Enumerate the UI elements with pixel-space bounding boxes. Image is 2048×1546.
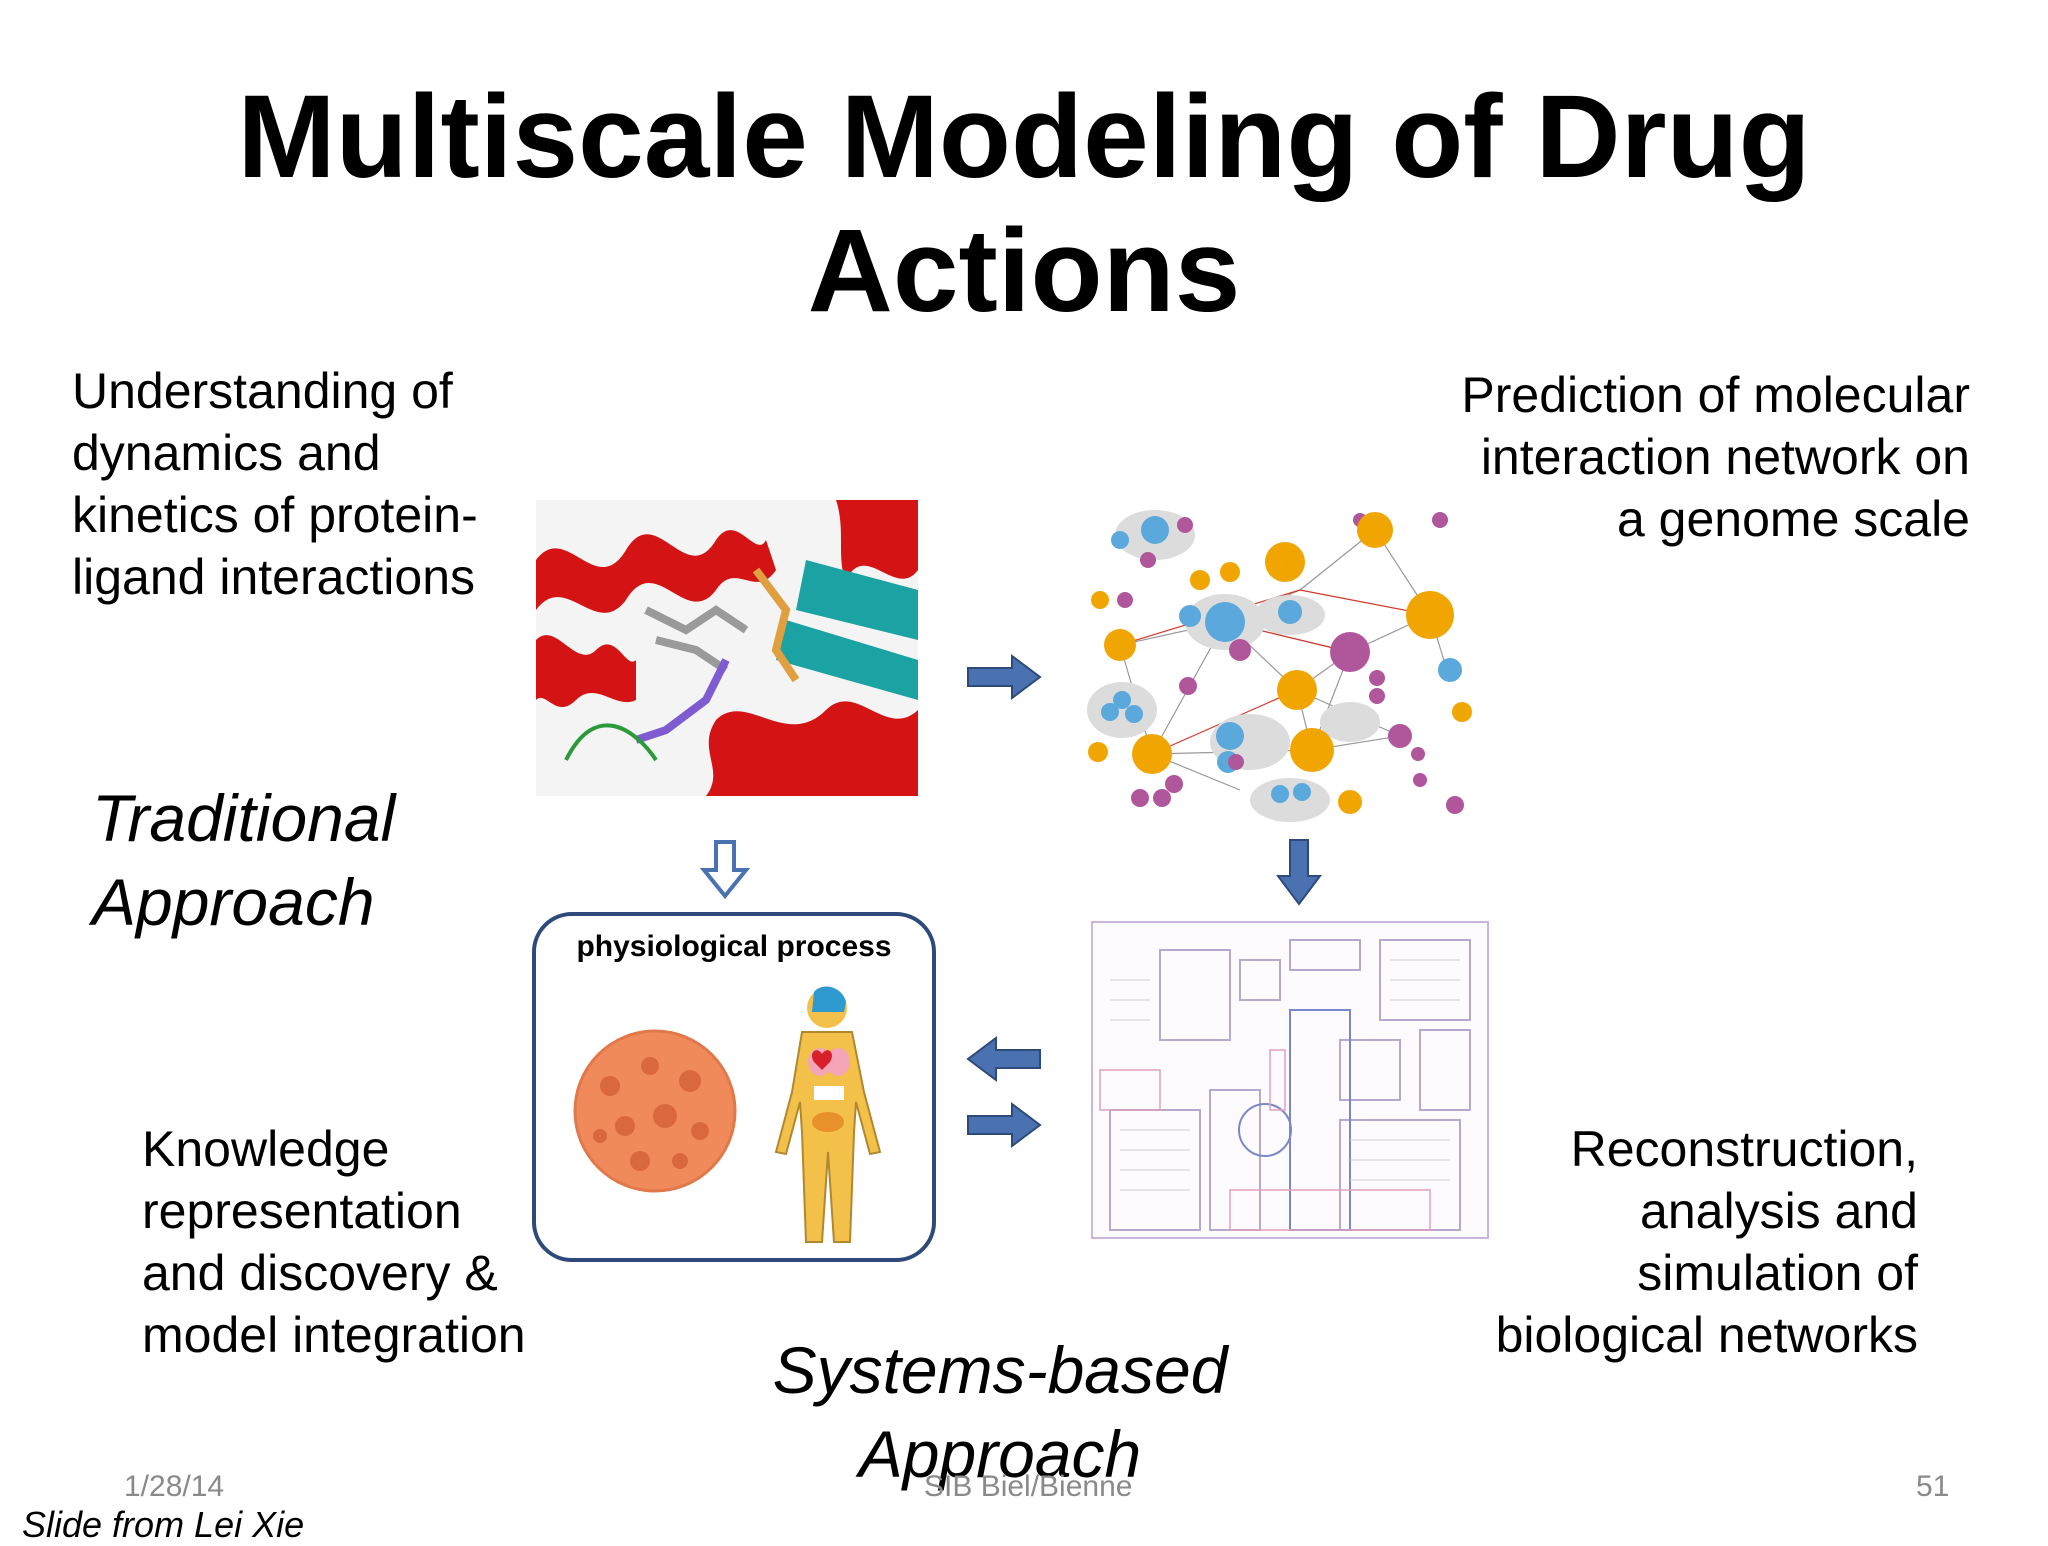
slide-title-line-2: Actions bbox=[807, 205, 1241, 337]
arrow-left-icon bbox=[966, 1036, 1041, 1082]
reconstruction-text: Reconstruction, analysis and simulation … bbox=[1380, 1118, 1918, 1366]
text-line: Knowledge bbox=[142, 1121, 390, 1177]
text-line: Approach bbox=[858, 1417, 1142, 1491]
text-line: a genome scale bbox=[1616, 491, 1970, 547]
arrow-right-bottom-icon bbox=[967, 1102, 1042, 1148]
text-line: Approach bbox=[92, 865, 375, 939]
text-line: simulation of bbox=[1637, 1245, 1918, 1301]
footer-date: 1/28/14 bbox=[124, 1470, 225, 1503]
traditional-approach-label: Traditional Approach bbox=[92, 776, 395, 944]
text-line: model integration bbox=[142, 1307, 526, 1363]
systems-based-approach-label: Systems-based Approach bbox=[740, 1328, 1260, 1496]
physiological-process-box: physiological process bbox=[532, 912, 936, 1262]
footer-center: SIB Biel/Bienne bbox=[924, 1470, 1133, 1503]
arrow-down-hollow-icon bbox=[700, 840, 750, 900]
physiological-process-title: physiological process bbox=[576, 930, 892, 963]
text-line: analysis and bbox=[1640, 1183, 1918, 1239]
slide-credit: Slide from Lei Xie bbox=[22, 1504, 305, 1545]
text-line: biological networks bbox=[1495, 1307, 1918, 1363]
text-line: dynamics and bbox=[72, 425, 381, 481]
arrow-right-top-icon bbox=[967, 654, 1042, 700]
text-line: and discovery & bbox=[142, 1245, 498, 1301]
text-line: Traditional bbox=[92, 781, 396, 855]
arrow-down-solid-icon bbox=[1276, 839, 1322, 906]
text-line: representation bbox=[142, 1183, 462, 1239]
protein-structure-image bbox=[536, 500, 918, 796]
text-line: Understanding of bbox=[72, 363, 453, 419]
slide-title: Multiscale Modeling of Drug Actions bbox=[0, 70, 2048, 338]
text-line: Reconstruction, bbox=[1570, 1121, 1918, 1177]
text-line: Systems-based bbox=[772, 1333, 1228, 1407]
text-line: Prediction of molecular bbox=[1461, 367, 1970, 423]
text-line: kinetics of protein- bbox=[72, 487, 478, 543]
text-line: interaction network on bbox=[1480, 429, 1970, 485]
protein-ligand-text: Understanding of dynamics and kinetics o… bbox=[72, 360, 532, 608]
interaction-network-diagram bbox=[1080, 500, 1490, 834]
footer-page-number: 51 bbox=[1916, 1470, 1950, 1503]
metabolic-network-map bbox=[1091, 921, 1489, 1239]
molecular-network-text: Prediction of molecular interaction netw… bbox=[1380, 364, 1970, 550]
slide-title-line-1: Multiscale Modeling of Drug bbox=[237, 71, 1811, 203]
text-line: ligand interactions bbox=[72, 549, 476, 605]
knowledge-text: Knowledge representation and discovery &… bbox=[142, 1118, 582, 1366]
cell-image bbox=[573, 1029, 737, 1193]
human-body-image bbox=[774, 986, 882, 1243]
